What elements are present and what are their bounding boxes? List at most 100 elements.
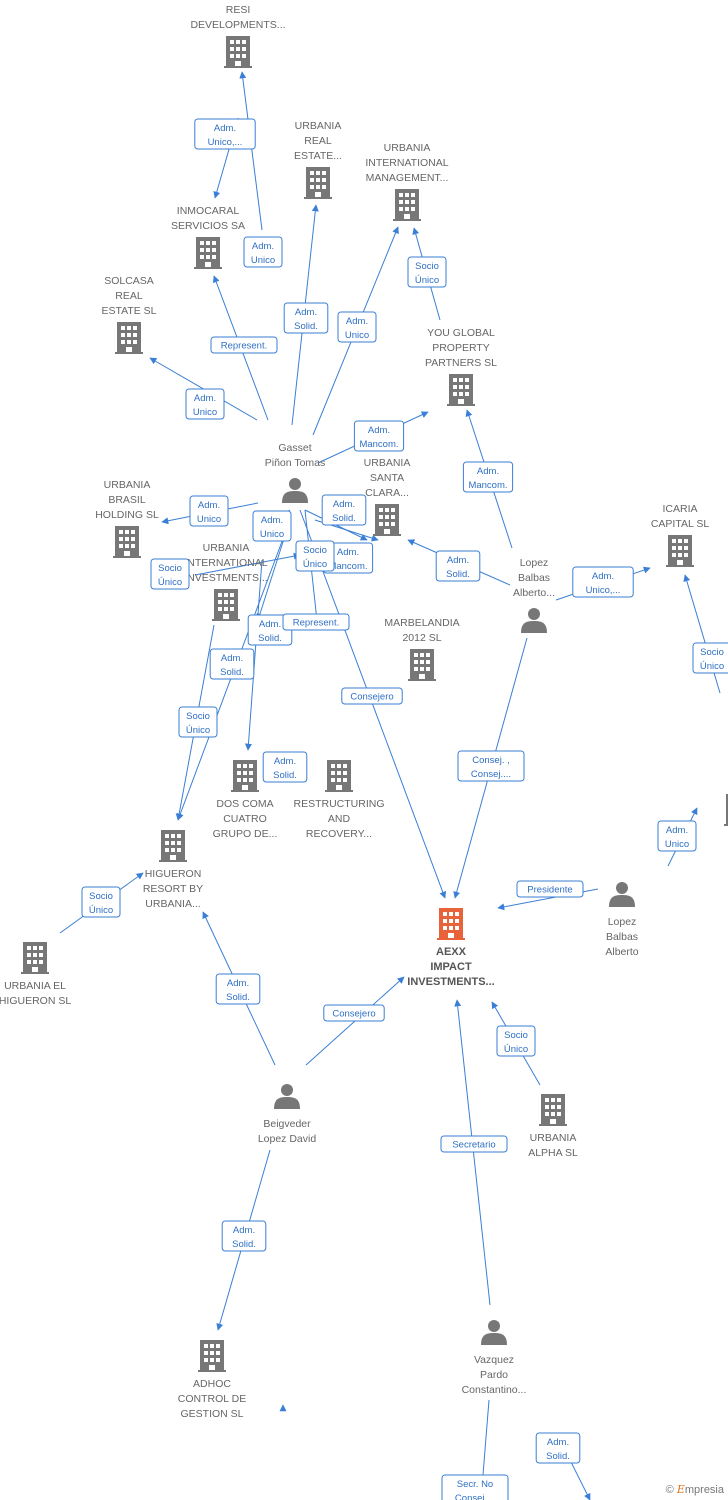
edge-label: Adm.Unico bbox=[185, 388, 225, 420]
building-icon bbox=[447, 374, 475, 406]
node-resi[interactable]: RESIDEVELOPMENTS... bbox=[190, 4, 286, 68]
edge-label-text: Adm. bbox=[227, 978, 249, 989]
edge-label: Consejero bbox=[341, 687, 403, 705]
edge-label-text: Consejero bbox=[332, 1009, 375, 1020]
node-label: RESORT BY bbox=[143, 883, 203, 895]
edge-label-text: Adm. bbox=[337, 547, 359, 558]
node-label: RECOVERY... bbox=[306, 828, 372, 840]
edge-label-text: Socio bbox=[186, 711, 210, 722]
edge-label-text: Único bbox=[700, 661, 724, 672]
edge-label-text: Adm. bbox=[274, 756, 296, 767]
node-urb-intl-inv[interactable]: URBANIAINTERNATIONALINVESTMENTS... bbox=[184, 542, 268, 621]
edge-label-text: Adm. bbox=[666, 825, 688, 836]
node-label: SOLCASA bbox=[104, 275, 154, 287]
edge-label-text: Consejero bbox=[350, 692, 393, 703]
edge-label-text: Solid. bbox=[232, 1239, 256, 1250]
node-label: HIGUERON SL bbox=[0, 995, 71, 1007]
building-icon bbox=[212, 589, 240, 621]
edge-label-text: Único bbox=[158, 577, 182, 588]
node-label: CONTROL DE bbox=[178, 1393, 246, 1405]
node-restructuring[interactable]: RESTRUCTURINGANDRECOVERY... bbox=[294, 760, 385, 840]
node-vazquez[interactable]: VazquezPardoConstantino... bbox=[462, 1320, 527, 1396]
node-urb-intl-mgmt[interactable]: URBANIAINTERNATIONALMANAGEMENT... bbox=[365, 142, 449, 221]
person-icon bbox=[609, 882, 635, 907]
edge-label-text: Adm. bbox=[194, 393, 216, 404]
node-label: AND bbox=[328, 813, 351, 825]
node-urb-real[interactable]: URBANIAREALESTATE... bbox=[294, 120, 342, 199]
edge-label-box bbox=[441, 1474, 509, 1500]
node-label: PARTNERS SL bbox=[425, 357, 497, 369]
edge-label-box bbox=[535, 1432, 581, 1464]
node-label: CLARA... bbox=[365, 487, 409, 499]
node-label: RESI bbox=[226, 4, 251, 16]
node-label: BRASIL bbox=[108, 494, 146, 506]
edge-label-text: Adm. bbox=[252, 241, 274, 252]
node-label: Piñon Tomas bbox=[265, 457, 326, 469]
edge-label-box bbox=[221, 1220, 267, 1252]
edge-label: Adm.Unico bbox=[189, 495, 229, 527]
edge-label-box bbox=[572, 566, 634, 598]
edge-label: Adm.Mancom. bbox=[353, 420, 405, 452]
edge-label-text: Solid. bbox=[226, 992, 250, 1003]
building-icon bbox=[231, 760, 259, 792]
edge-label-text: Unico bbox=[197, 514, 221, 525]
building-icon bbox=[113, 526, 141, 558]
brand-initial: E bbox=[676, 1483, 685, 1496]
edge-line bbox=[239, 71, 263, 231]
node-lopez1[interactable]: LopezBalbasAlberto... bbox=[513, 557, 555, 633]
node-aexx[interactable]: AEXXIMPACTINVESTMENTS... bbox=[407, 908, 495, 988]
edge-label-text: Consej.... bbox=[455, 1493, 495, 1500]
edge-label-text: Adm. bbox=[333, 499, 355, 510]
node-label: URBANIA bbox=[384, 142, 431, 154]
node-inv-sa[interactable]: INVSA bbox=[724, 762, 728, 826]
edge-label: Adm.Unico bbox=[337, 311, 377, 343]
node-label: INTERNATIONAL bbox=[365, 157, 448, 169]
edge-label-box bbox=[185, 388, 225, 420]
node-label: INVESTMENTS... bbox=[407, 976, 494, 988]
edge-label: Adm.Mancom. bbox=[462, 461, 514, 493]
node-label: INVESTMENTS... bbox=[184, 572, 267, 584]
node-label: ICARIA bbox=[662, 503, 697, 515]
node-urb-santa[interactable]: URBANIASANTACLARA... bbox=[364, 457, 411, 536]
edge-label-text: Adm. bbox=[346, 316, 368, 327]
person-icon bbox=[481, 1320, 507, 1345]
edge-label-box bbox=[323, 1004, 385, 1022]
edges-layer bbox=[59, 71, 721, 1500]
edge-label: Adm.Unico bbox=[243, 236, 283, 268]
building-icon bbox=[115, 322, 143, 354]
brand-name: mpresia bbox=[684, 1484, 724, 1496]
node-label: HIGUERON bbox=[145, 868, 202, 880]
building-icon bbox=[21, 942, 49, 974]
person-icon bbox=[521, 608, 547, 633]
edge-label-text: Solid. bbox=[273, 770, 297, 781]
node-label: Vazquez bbox=[474, 1354, 514, 1366]
node-label: REAL bbox=[115, 290, 143, 302]
edge-label-text: Adm. bbox=[259, 619, 281, 630]
edge-label-text: Único bbox=[89, 905, 113, 916]
edge-label-text: Represent. bbox=[221, 341, 267, 352]
edge-label-text: Socio bbox=[158, 563, 182, 574]
person-icon bbox=[282, 478, 308, 503]
edge-label-text: Único bbox=[303, 559, 327, 570]
edge-label-box bbox=[407, 256, 447, 288]
node-label: Balbas bbox=[606, 931, 638, 943]
edge-label-text: Único bbox=[415, 275, 439, 286]
edge-label-box bbox=[210, 336, 278, 354]
edge-label-box bbox=[496, 1025, 536, 1057]
edge-label: Adm.Solid. bbox=[535, 1432, 581, 1464]
